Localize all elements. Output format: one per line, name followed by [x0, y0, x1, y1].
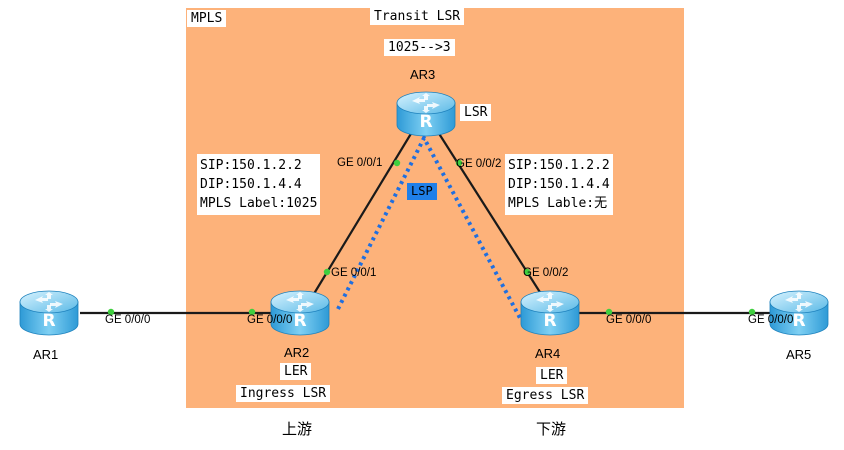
router-ar1-name: AR1 — [33, 347, 59, 362]
lsp-path — [336, 133, 522, 319]
port-dot-ar2-ge001 — [323, 268, 331, 276]
port-label-ar1-ge000: GE 0/0/0 — [105, 314, 151, 326]
router-ar1-icon[interactable]: R — [19, 290, 79, 336]
interface-dots — [107, 159, 756, 316]
ar2-ingress-lsr: Ingress LSR — [236, 385, 331, 402]
router-ar3-name: AR3 — [410, 67, 436, 82]
router-ar5-name: AR5 — [786, 347, 812, 362]
port-label-ar2-ge000: GE 0/0/0 — [247, 314, 293, 326]
downstream-label: 下游 — [536, 420, 567, 438]
mpls-domain-label: MPLS — [187, 10, 227, 27]
ar3-role-lsr: LSR — [460, 104, 492, 121]
router-ar4-icon[interactable]: R — [520, 290, 580, 336]
port-label-ar5-ge000: GE 0/0/0 — [748, 314, 794, 326]
packet-info-upstream: SIP:150.1.2.2 DIP:150.1.4.4 MPLS Label:1… — [197, 154, 321, 215]
port-label-ar3-ge002: GE 0/0/2 — [456, 158, 502, 170]
svg-text:R: R — [419, 112, 432, 132]
port-dot-ar5-ge000 — [748, 308, 756, 316]
router-ar4-name: AR4 — [535, 346, 561, 361]
packet-info-downstream: SIP:150.1.2.2 DIP:150.1.4.4 MPLS Lable:无 — [505, 154, 613, 215]
port-label-ar2-ge001: GE 0/0/1 — [331, 267, 377, 279]
port-dot-ar1-ge000 — [107, 308, 115, 316]
svg-text:R: R — [42, 311, 55, 331]
upstream-label: 上游 — [282, 420, 313, 438]
svg-text:R: R — [293, 311, 306, 331]
port-label-ar4-ge002: GE 0/0/2 — [523, 267, 569, 279]
ar4-role-ler: LER — [536, 367, 568, 384]
svg-text:R: R — [543, 311, 556, 331]
port-dot-ar3-ge002 — [455, 159, 463, 167]
ar2-role-ler: LER — [280, 363, 312, 380]
port-dot-ar4-ge002 — [523, 268, 531, 276]
port-dot-ar2-ge000 — [248, 308, 256, 316]
svg-text:R: R — [792, 311, 805, 331]
router-ar5-icon[interactable]: R — [769, 290, 829, 336]
ar4-egress-lsr: Egress LSR — [502, 387, 589, 404]
port-dot-ar3-ge001 — [393, 159, 401, 167]
router-ar3-icon[interactable]: R — [396, 91, 456, 137]
router-ar2-name: AR2 — [284, 345, 310, 360]
label-swap-text: 1025-->3 — [384, 39, 455, 56]
port-label-ar3-ge001: GE 0/0/1 — [337, 157, 383, 169]
port-label-ar4-ge000: GE 0/0/0 — [606, 314, 652, 326]
port-dot-ar4-ge000 — [605, 308, 613, 316]
router-ar2-icon[interactable]: R — [270, 290, 330, 336]
lsp-label: LSP — [407, 183, 437, 200]
transit-lsr-title: Transit LSR — [370, 8, 465, 25]
